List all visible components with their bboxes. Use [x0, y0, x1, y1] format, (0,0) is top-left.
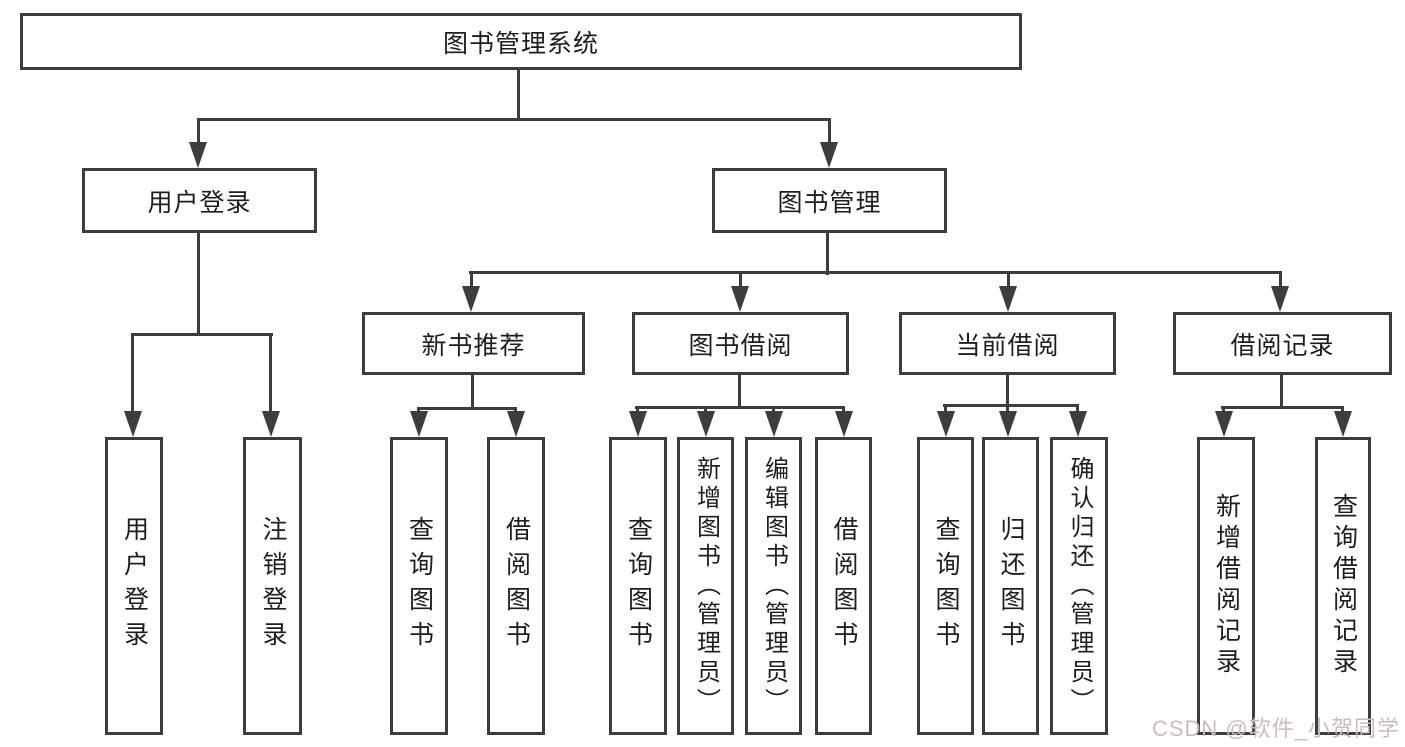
connector-book-mgmt-bar: [469, 271, 1282, 274]
arrowhead-down-icon: [189, 142, 207, 168]
csdn-watermark: CSDN @软件_小贺同学: [1151, 716, 1400, 741]
connector-book-mgmt-stem: [826, 233, 829, 275]
connector-drop-leaf: [1222, 406, 1225, 415]
connector-current-stem: [1006, 375, 1009, 407]
leaf-borrow-books-newbook: 借阅图书: [487, 437, 545, 735]
connector-drop-history: [1279, 271, 1282, 288]
node-borrowing-records: 借阅记录: [1173, 312, 1392, 375]
leaf-logout-login: 注销登录: [243, 437, 302, 735]
node-book-borrowing: 图书借阅: [632, 312, 849, 375]
connector-drop-leaf: [1076, 404, 1079, 415]
arrowhead-down-icon: [1069, 411, 1087, 437]
arrowhead-down-icon: [507, 411, 525, 437]
connector-history-stem: [1280, 375, 1283, 409]
connector-drop-leaf: [704, 406, 707, 415]
node-new-book-recommendation: 新书推荐: [362, 312, 585, 375]
connector-root-bar: [197, 118, 831, 121]
leaf-borrow-books-borrow: 借阅图书: [815, 437, 872, 735]
arrowhead-down-icon: [999, 411, 1017, 437]
connector-history-bar: [1221, 406, 1344, 409]
arrowhead-down-icon: [697, 411, 715, 437]
connector-drop-leaf: [131, 333, 134, 413]
connector-drop-borrow: [739, 271, 742, 288]
arrowhead-down-icon: [1334, 411, 1352, 437]
arrowhead-down-icon: [1271, 286, 1289, 312]
arrowhead-down-icon: [410, 411, 428, 437]
connector-borrow-stem: [738, 375, 741, 409]
connector-drop-book-mgmt: [828, 118, 831, 144]
connector-drop-new-book: [470, 271, 473, 288]
arrowhead-down-icon: [1215, 411, 1233, 437]
arrowhead-down-icon: [731, 286, 749, 312]
arrowhead-down-icon: [835, 411, 853, 437]
arrowhead-down-icon: [820, 142, 838, 168]
arrowhead-down-icon: [937, 411, 955, 437]
connector-drop-leaf: [944, 404, 947, 415]
connector-new-book-stem: [471, 375, 474, 410]
arrowhead-down-icon: [262, 411, 280, 437]
node-current-borrowing: 当前借阅: [899, 312, 1116, 375]
connector-drop-leaf: [842, 406, 845, 415]
arrowhead-down-icon: [999, 286, 1017, 312]
leaf-query-books-current: 查询图书: [917, 437, 974, 735]
connector-user-login-stem: [197, 233, 200, 336]
connector-drop-leaf: [636, 406, 639, 415]
connector-new-book-bar: [417, 407, 517, 410]
leaf-add-borrow-record: 新增借阅记录: [1197, 437, 1255, 735]
node-book-management: 图书管理: [712, 168, 947, 233]
leaf-user-login: 用户登录: [105, 437, 163, 735]
connector-borrow-bar: [635, 406, 845, 409]
leaf-query-borrow-record: 查询借阅记录: [1315, 437, 1371, 735]
connector-drop-current: [1007, 271, 1010, 288]
node-user-login: 用户登录: [82, 168, 317, 233]
node-library-management-system: 图书管理系统: [20, 13, 1022, 70]
connector-drop-leaf: [1006, 404, 1009, 415]
arrowhead-down-icon: [124, 411, 142, 437]
arrowhead-down-icon: [765, 411, 783, 437]
connector-drop-leaf: [772, 406, 775, 415]
arrowhead-down-icon: [462, 286, 480, 312]
arrowhead-down-icon: [629, 411, 647, 437]
connector-drop-leaf: [269, 333, 272, 413]
connector-root-stem: [517, 69, 520, 120]
leaf-add-books-admin: 新增图书（管理员）: [677, 437, 734, 735]
leaf-confirm-return-admin: 确认归还（管理员）: [1050, 437, 1108, 735]
connector-user-login-bar: [131, 333, 273, 336]
connector-drop-user-login: [197, 118, 200, 144]
leaf-query-books-newbook: 查询图书: [390, 437, 448, 735]
leaf-edit-books-admin: 编辑图书（管理员）: [745, 437, 802, 735]
connector-current-bar: [943, 404, 1079, 407]
leaf-return-books: 归还图书: [982, 437, 1039, 735]
connector-drop-leaf: [1341, 406, 1344, 415]
leaf-query-books-borrow: 查询图书: [609, 437, 667, 735]
